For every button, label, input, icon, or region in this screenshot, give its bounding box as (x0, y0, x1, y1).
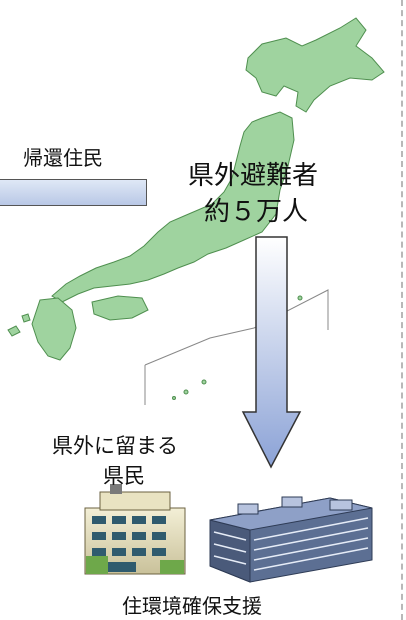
down-arrow-icon (241, 236, 302, 469)
returning-residents-label: 帰還住民 (23, 146, 103, 170)
island-shape (172, 396, 176, 400)
island-shape (183, 389, 189, 395)
right-dashed-border (401, 0, 403, 620)
kyushu-shape (31, 297, 77, 361)
housing-complex-icon (209, 496, 373, 583)
housing-support-label: 住環境確保支援 (122, 594, 262, 618)
island-shape (21, 313, 31, 323)
apartment-building-icon (84, 484, 186, 575)
evacuees-count: 約５万人 (204, 197, 309, 227)
staying-residents-label-line1: 県外に留まる (52, 434, 178, 458)
island-shape (7, 325, 21, 337)
staying-residents-label-line2: 県民 (103, 464, 145, 488)
evacuees-title: 県外避難者 (188, 161, 319, 191)
island-shape (297, 295, 303, 301)
return-arrow-banner (0, 179, 147, 206)
shikoku-shape (91, 295, 149, 321)
japan-map-icon (7, 17, 385, 400)
hokkaido-shape (245, 17, 385, 113)
island-shape (201, 379, 207, 385)
map-guide-lines (144, 289, 329, 405)
